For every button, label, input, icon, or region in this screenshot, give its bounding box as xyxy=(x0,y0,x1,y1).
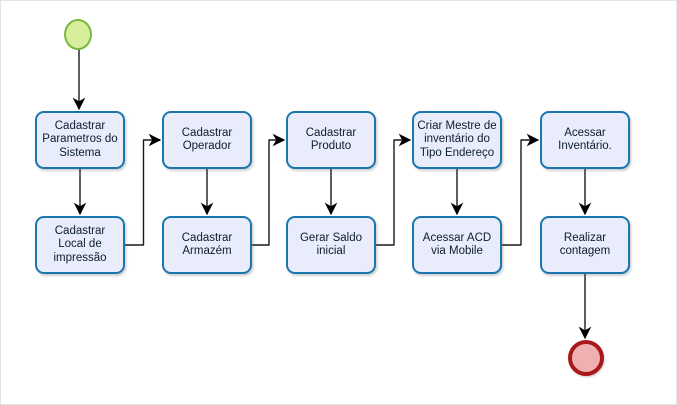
flow-node-cadastrar-armazem: Cadastrar Armazém xyxy=(162,216,252,274)
flow-node-cadastrar-operador: Cadastrar Operador xyxy=(162,111,252,169)
flow-node-acessar-inventario: Acessar Inventário. xyxy=(540,111,630,169)
flow-node-criar-mestre-inventario: Criar Mestre de inventário do Tipo Ender… xyxy=(412,111,502,169)
arrow-local-impressao-to-operador xyxy=(125,133,162,246)
flow-node-cadastrar-produto: Cadastrar Produto xyxy=(286,111,376,169)
flow-node-cadastrar-parametros: Cadastrar Parametros do Sistema xyxy=(35,111,125,169)
arrow-armazem-to-produto xyxy=(252,133,286,246)
end-event-circle xyxy=(568,340,604,376)
flow-node-gerar-saldo-inicial: Gerar Saldo inicial xyxy=(286,216,376,274)
flow-node-acessar-acd-mobile: Acessar ACD via Mobile xyxy=(412,216,502,274)
start-event-circle xyxy=(64,19,92,50)
flow-node-realizar-contagem: Realizar contagem xyxy=(540,216,630,274)
flow-node-cadastrar-local-impressao: Cadastrar Local de impressão xyxy=(35,216,125,274)
arrow-gerar-saldo-to-criar-mestre xyxy=(376,133,412,246)
arrow-acd-to-inventario xyxy=(502,133,540,246)
